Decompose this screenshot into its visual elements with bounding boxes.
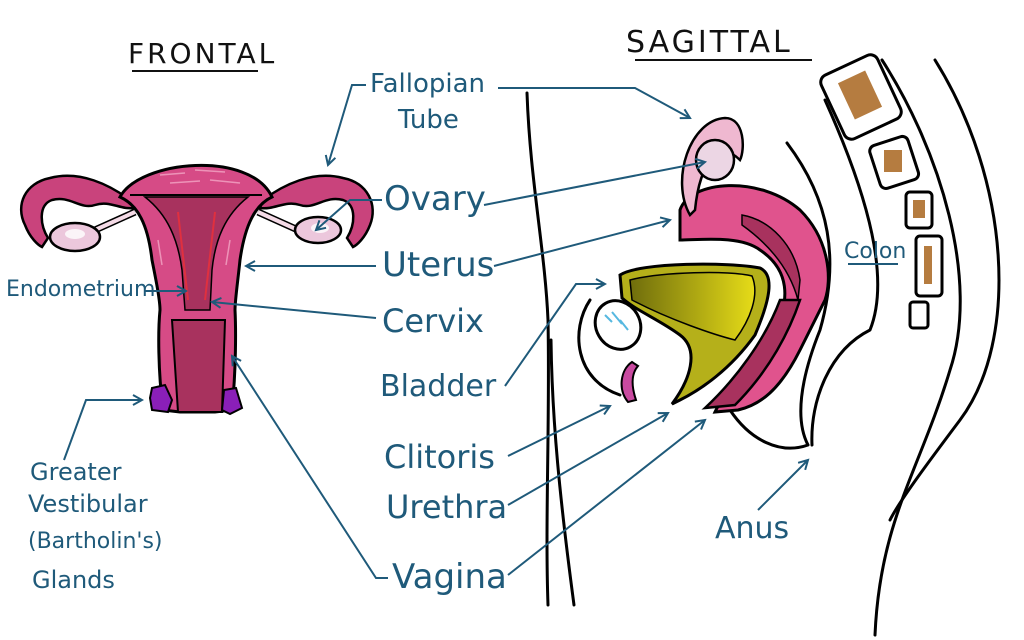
title-sagittal: SAGITTAL [626, 25, 793, 60]
arrow-vagina-frontal [232, 356, 388, 579]
label-glands-line4: Glands [32, 566, 115, 594]
arrow-clitoris [507, 406, 610, 457]
arrow-glands [63, 400, 142, 461]
label-clitoris: Clitoris [384, 438, 495, 476]
label-fallopian-tube: Fallopian Tube [370, 69, 485, 135]
sagittal-pubic-bone [593, 299, 643, 351]
label-endometrium: Endometrium [6, 277, 155, 302]
arrow-anus [757, 460, 808, 511]
label-anus: Anus [715, 511, 789, 546]
label-cervix: Cervix [382, 302, 484, 340]
arrow-urethra [507, 413, 668, 506]
frontal-right-fallopian-tube [258, 174, 374, 249]
frontal-uterus [19, 163, 374, 414]
leader-arrows [63, 84, 808, 579]
arrow-fallopian-sagittal [498, 87, 690, 118]
label-glands-line1: Greater [30, 458, 122, 486]
arrow-fallopian-frontal [328, 84, 366, 165]
label-fallopian-tube-line2: Tube [397, 105, 459, 135]
title-frontal: FRONTAL [128, 37, 277, 70]
sagittal-clitoris [620, 360, 640, 404]
label-urethra: Urethra [386, 488, 507, 526]
label-colon: Colon [844, 239, 906, 264]
arrow-ovary-frontal [316, 199, 382, 230]
arrow-ovary-sagittal [483, 162, 705, 206]
arrow-cervix [212, 302, 377, 319]
frontal-right-bartholin-gland [220, 386, 244, 416]
label-fallopian-tube-line1: Fallopian [370, 69, 485, 99]
sagittal-body-outline [525, 58, 1001, 637]
arrow-vagina-sagittal [507, 420, 705, 576]
label-bladder: Bladder [380, 369, 497, 404]
label-vagina: Vagina [392, 557, 507, 597]
frontal-vaginal-canal [170, 319, 227, 413]
label-glands-line3: (Bartholin's) [28, 529, 163, 554]
sagittal-vagina [701, 298, 802, 410]
label-ovary: Ovary [384, 179, 486, 219]
label-uterus: Uterus [382, 245, 494, 285]
frontal-left-fallopian-tube [19, 174, 138, 249]
frontal-uterine-cavity [142, 196, 251, 311]
frontal-left-bartholin-gland [148, 383, 174, 414]
sagittal-colon [819, 53, 944, 330]
label-greater-vestibular-glands: Greater Vestibular (Bartholin's) Glands [28, 458, 163, 594]
arrow-uterus-sagittal [493, 220, 670, 267]
arrow-bladder [504, 284, 605, 387]
label-glands-line2: Vestibular [28, 490, 148, 518]
sagittal-ovary [694, 138, 736, 182]
sagittal-uterus [678, 184, 830, 414]
